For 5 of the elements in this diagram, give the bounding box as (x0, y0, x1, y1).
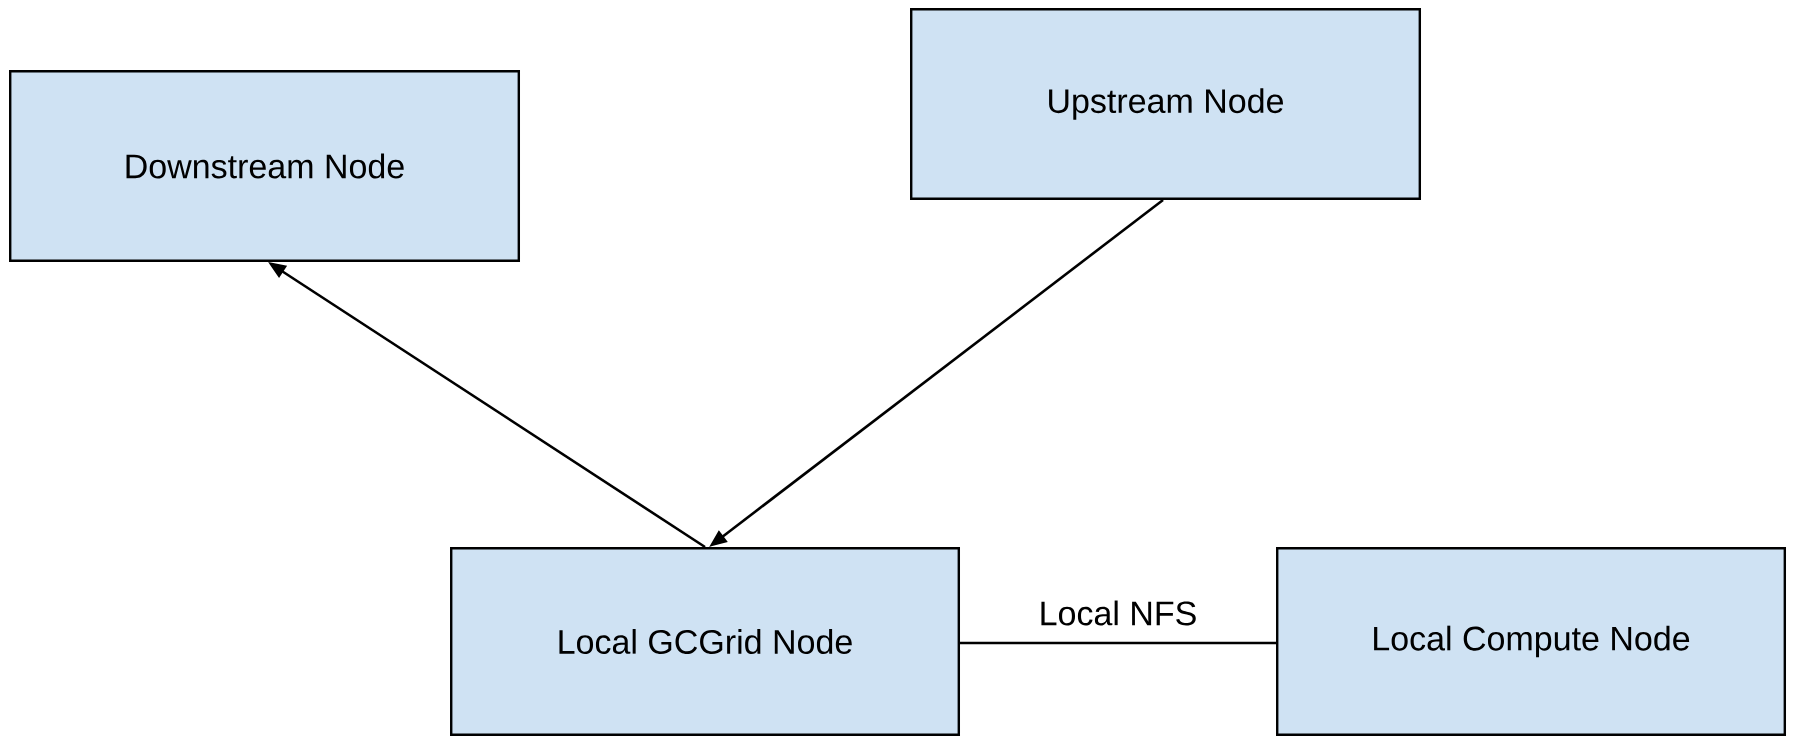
process-box: Local GCGrid Node (450, 547, 960, 736)
process-box: Downstream Node (9, 70, 520, 262)
process-box: Upstream Node (910, 8, 1421, 200)
process-box: Local Compute Node (1276, 547, 1786, 736)
edge-label: Local NFS (1041, 600, 1196, 626)
